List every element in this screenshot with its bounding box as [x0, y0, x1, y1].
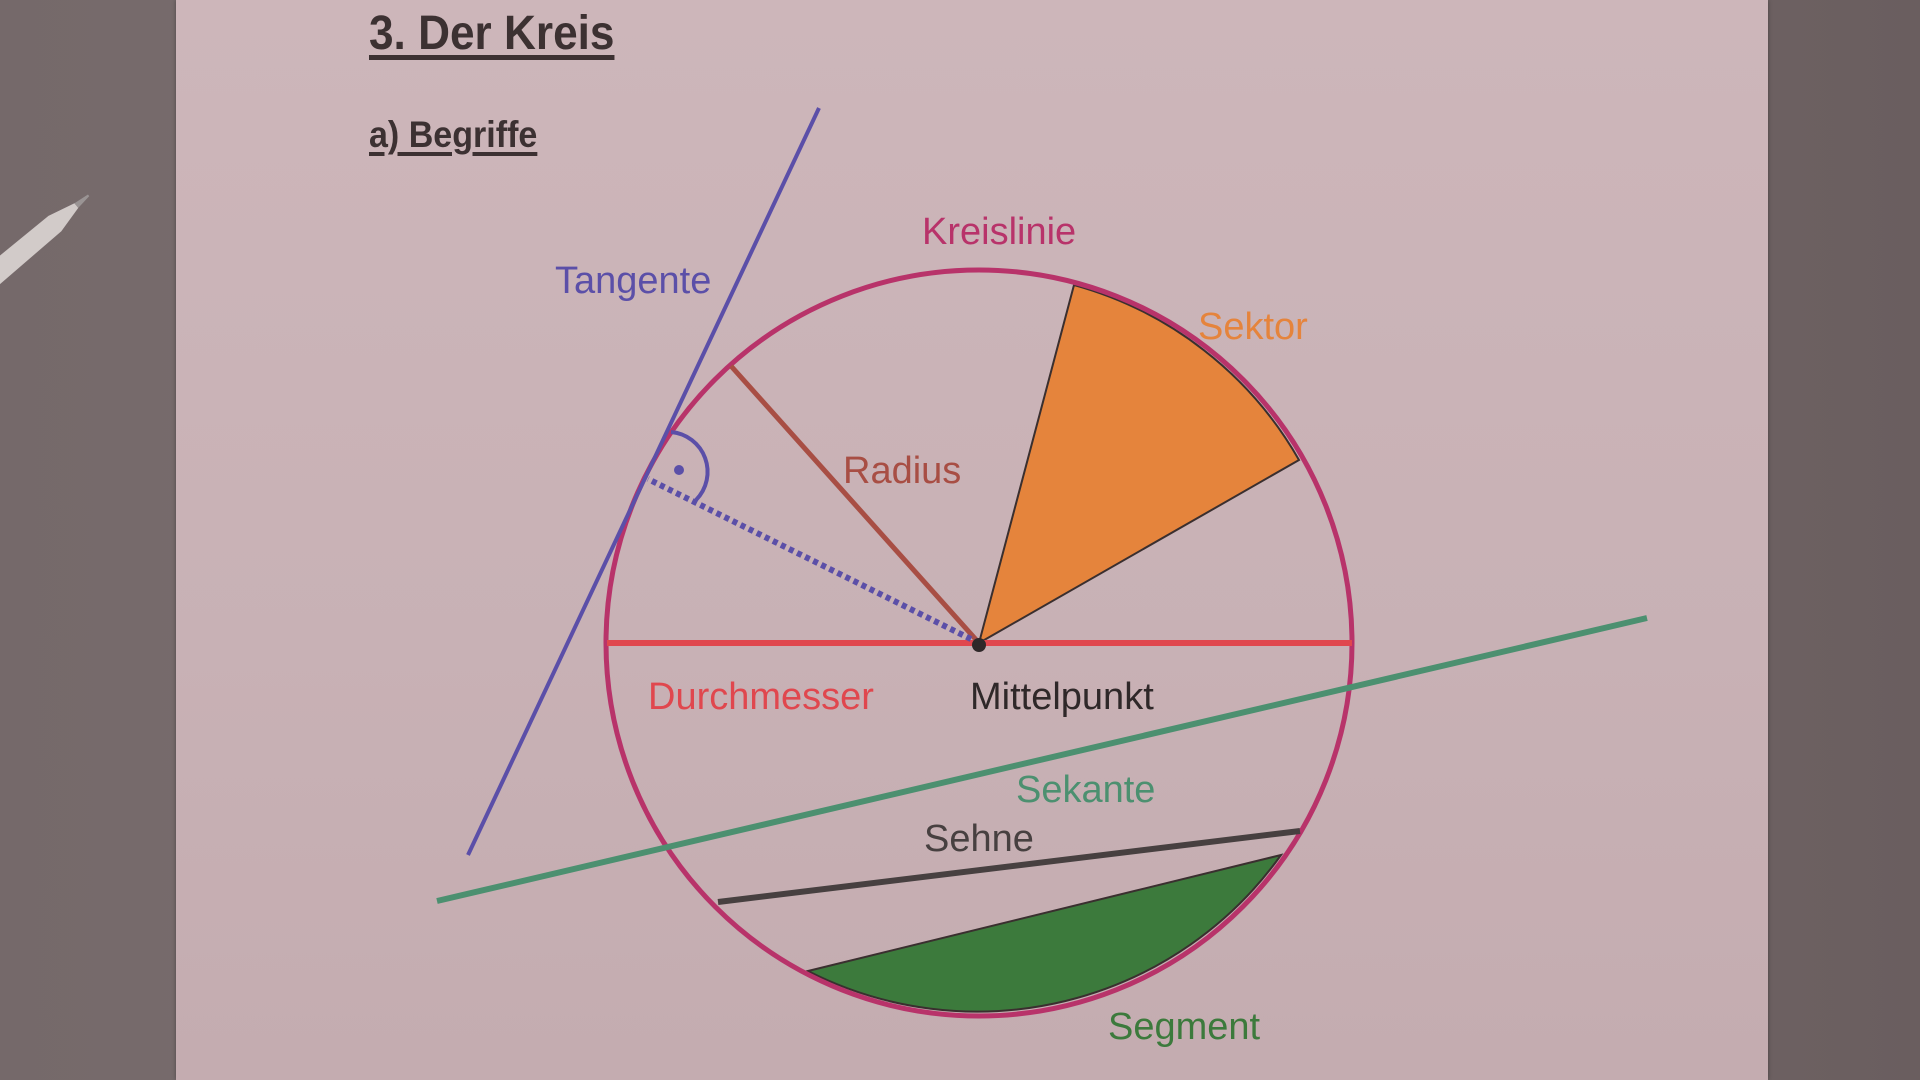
- label-mittelpunkt: Mittelpunkt: [970, 676, 1154, 718]
- page-title: 3. Der Kreis: [369, 7, 615, 60]
- label-tangente: Tangente: [555, 260, 712, 302]
- tangent-line: [466, 107, 821, 856]
- label-radius: Radius: [843, 450, 962, 492]
- label-sektor: Sektor: [1198, 306, 1308, 348]
- right-angle-icon: [670, 430, 710, 502]
- center-point: [972, 638, 986, 652]
- sector-shape: [977, 283, 1301, 646]
- secant-line: [436, 615, 1648, 904]
- label-kreislinie: Kreislinie: [922, 211, 1077, 253]
- label-segment: Segment: [1108, 1006, 1261, 1048]
- chord-line: [717, 828, 1301, 905]
- segment-shape: [805, 853, 1284, 1013]
- dotted-radius-line: [646, 476, 981, 646]
- section-heading: a) Begriffe: [369, 114, 538, 155]
- label-sekante: Sekante: [1016, 769, 1156, 811]
- label-sehne: Sehne: [924, 818, 1034, 860]
- pen-icon: [0, 194, 90, 330]
- label-durchmesser: Durchmesser: [648, 676, 874, 718]
- radius-line: [729, 364, 981, 645]
- right-angle-dot: [674, 465, 684, 475]
